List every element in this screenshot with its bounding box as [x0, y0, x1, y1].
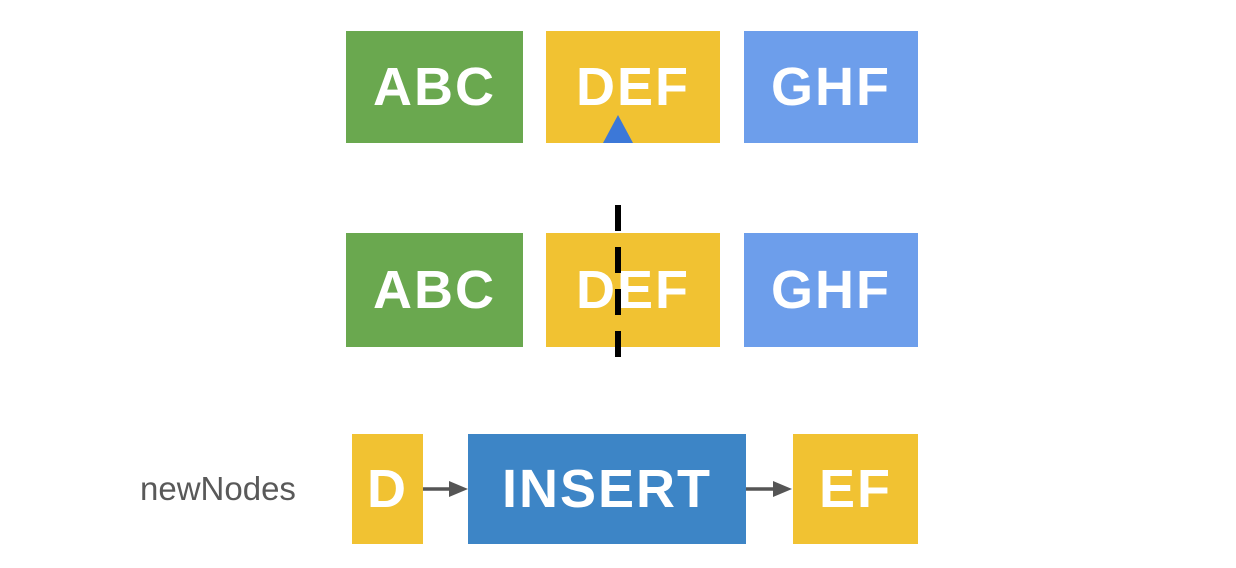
text-node-def: DEF [546, 31, 720, 143]
node-label: ABC [373, 260, 496, 320]
caret-up-icon [603, 115, 633, 143]
insert-node: INSERT [468, 434, 746, 544]
new-node-d: D [352, 434, 423, 544]
text-node-abc: ABC [346, 31, 523, 143]
dashed-vertical-line-icon [615, 205, 621, 357]
newnodes-label: newNodes [140, 470, 296, 507]
text-node-def: DEF [546, 233, 720, 347]
node-label: ABC [373, 57, 496, 117]
arrow-right-icon [423, 478, 468, 500]
node-label: INSERT [501, 459, 713, 519]
text-node-ghf: GHF [744, 31, 918, 143]
node-label: GHF [771, 260, 891, 320]
node-label: GHF [771, 57, 891, 117]
new-node-ef: EF [793, 434, 918, 544]
arrow-right-icon [746, 478, 792, 500]
node-label: DEF [576, 57, 690, 117]
node-label: D [367, 459, 408, 519]
text-node-ghf: GHF [744, 233, 918, 347]
node-label: DEF [576, 260, 690, 320]
node-label: EF [818, 459, 892, 519]
text-node-abc: ABC [346, 233, 523, 347]
